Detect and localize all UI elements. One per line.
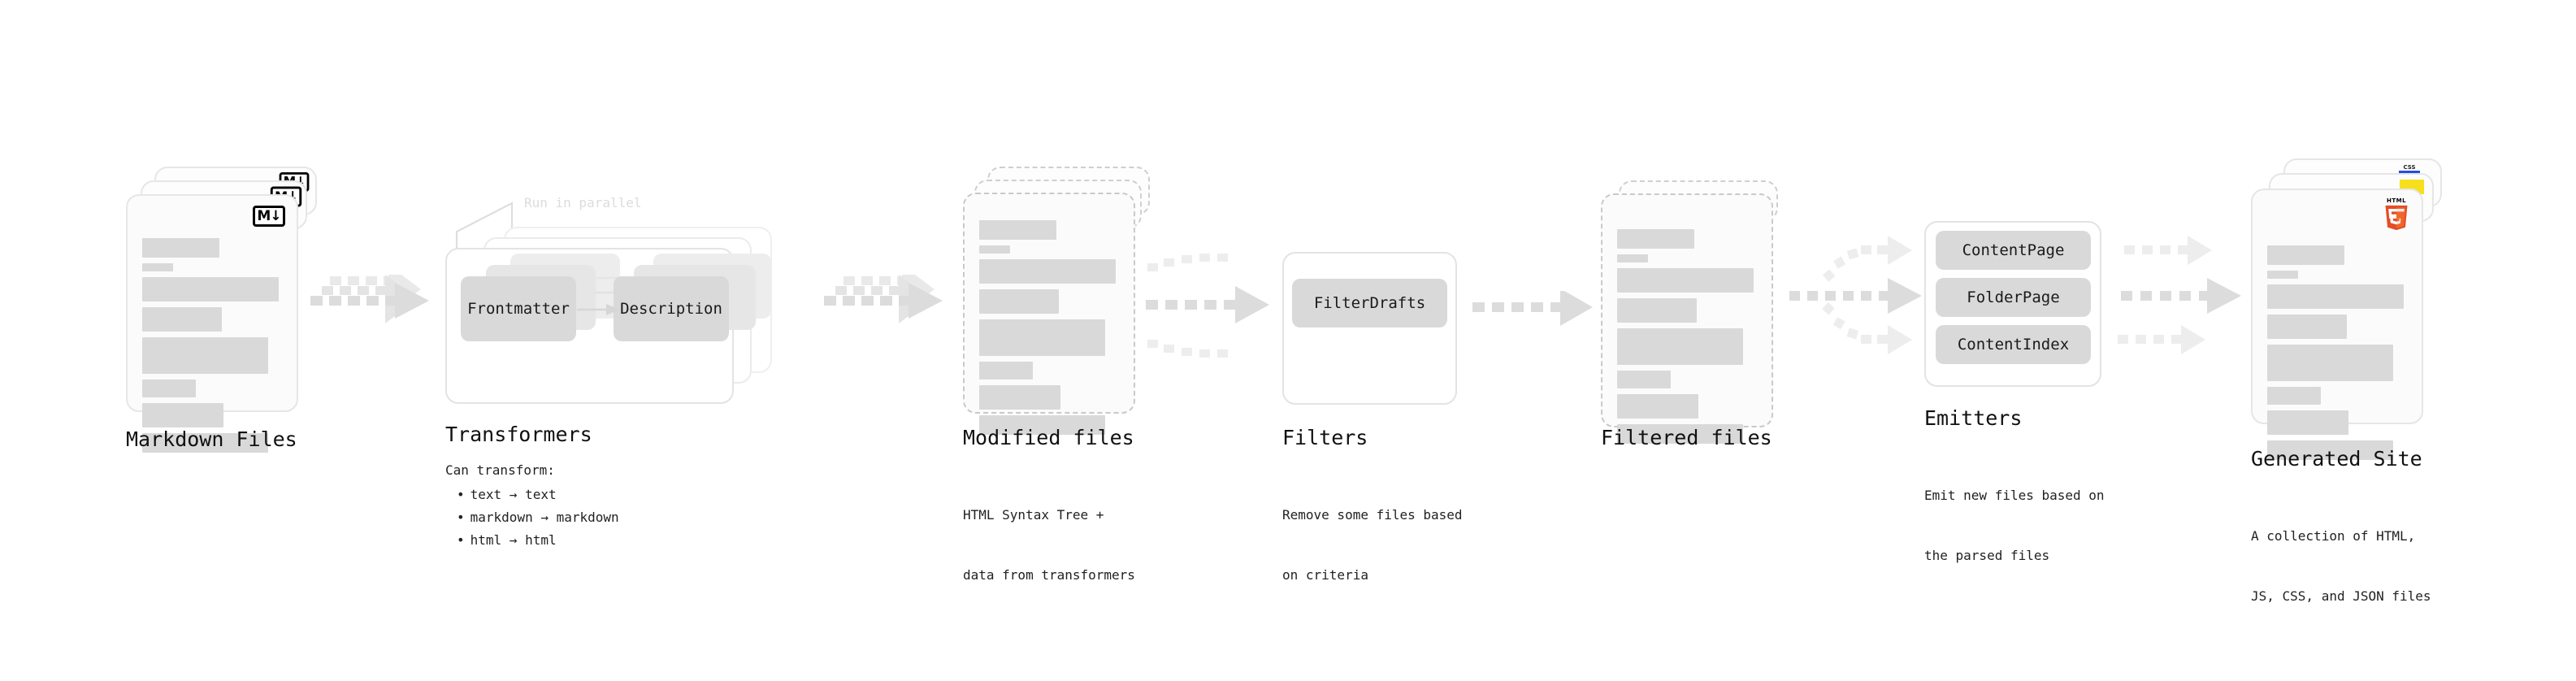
skeleton-bar <box>1617 268 1754 293</box>
caption-line: data from transformers <box>963 566 1135 583</box>
css-badge-label: CSS <box>2403 164 2416 171</box>
skeleton-bar <box>2267 410 2348 435</box>
caption-line: the parsed files <box>1924 547 2050 563</box>
arrow-modified-to-filters <box>1146 254 1269 358</box>
skeleton-bar <box>142 380 196 397</box>
transformer-chip-frontmatter[interactable]: Frontmatter <box>461 276 576 341</box>
html5-badge-label: HTML <box>2386 197 2407 204</box>
transformers-bullet-item: text → text <box>457 484 619 506</box>
arrow-markdown-to-transformers <box>310 275 429 323</box>
skeleton-bar <box>142 238 219 258</box>
skeleton-bar <box>979 319 1105 356</box>
filtered-skeleton <box>1617 229 1757 449</box>
caption-emitters: Emit new files based on the parsed files <box>1924 445 2105 606</box>
skeleton-bar <box>1617 254 1648 262</box>
caption-line: Remove some files based <box>1282 506 1463 523</box>
skeleton-bar <box>1617 229 1694 249</box>
label-markdown-files: Markdown Files <box>126 427 297 451</box>
skeleton-bar <box>142 337 268 374</box>
arrow-emitters-to-site <box>2118 236 2241 354</box>
run-in-parallel-bracket <box>455 202 514 254</box>
label-emitters: Emitters <box>1924 406 2023 430</box>
caption-filters: Remove some files based on criteria <box>1282 465 1463 626</box>
markdown-skeleton <box>142 238 282 458</box>
css-badge: CSS <box>2399 165 2420 175</box>
emitters-chip-folderpage[interactable]: FolderPage <box>1936 278 2091 317</box>
emitters-chip-contentindex[interactable]: ContentIndex <box>1936 325 2091 364</box>
skeleton-bar <box>1617 371 1671 388</box>
skeleton-bar <box>142 307 222 332</box>
skeleton-bar <box>2267 345 2393 381</box>
skeleton-bar <box>142 433 268 453</box>
skeleton-bar <box>979 220 1056 240</box>
filtered-file-card <box>1601 193 1773 444</box>
arrow-frontmatter-to-description <box>577 304 619 315</box>
caption-line: HTML Syntax Tree + <box>963 506 1104 523</box>
filters-box <box>1282 252 1457 405</box>
html5-shield-icon <box>2385 205 2408 231</box>
css-badge-bar <box>2399 171 2420 175</box>
markdown-badge: M↓ <box>253 206 285 227</box>
skeleton-bar <box>2267 271 2298 279</box>
skeleton-bar <box>2267 387 2321 405</box>
skeleton-bar <box>2267 284 2404 309</box>
modified-skeleton <box>979 220 1119 440</box>
skeleton-bar <box>979 415 1105 435</box>
caption-generated-site: A collection of HTML, JS, CSS, and JSON … <box>2251 486 2431 647</box>
arrow-filtered-to-emitters <box>1789 236 1922 354</box>
transformers-bullet-item: markdown → markdown <box>457 506 619 529</box>
transformers-bullet-item: html → html <box>457 529 619 552</box>
caption-line: Emit new files based on <box>1924 487 2105 503</box>
skeleton-bar <box>979 259 1116 284</box>
skeleton-bar <box>142 263 173 271</box>
transformers-bullets-label: Can transform: <box>445 462 555 478</box>
markdown-file-card: M↓ <box>126 194 298 453</box>
skeleton-bar <box>142 277 279 301</box>
label-modified-files: Modified files <box>963 426 1134 449</box>
skeleton-bar <box>142 403 223 427</box>
label-transformers: Transformers <box>445 423 592 446</box>
label-generated-site: Generated Site <box>2251 447 2422 471</box>
skeleton-bar <box>2267 314 2347 339</box>
generated-skeleton <box>2267 245 2407 466</box>
skeleton-bar <box>1617 328 1743 365</box>
label-run-in-parallel: Run in parallel <box>524 195 642 210</box>
caption-line: on criteria <box>1282 566 1368 583</box>
caption-line: A collection of HTML, <box>2251 527 2416 544</box>
skeleton-bar <box>979 289 1059 314</box>
skeleton-bar <box>979 362 1033 380</box>
arrow-filters-to-filtered <box>1472 291 1593 326</box>
skeleton-bar <box>1617 424 1743 444</box>
skeleton-bar <box>2267 245 2344 265</box>
emitters-chip-contentpage[interactable]: ContentPage <box>1936 231 2091 270</box>
label-filtered-files: Filtered files <box>1601 426 1772 449</box>
generated-site-card: HTML <box>2251 189 2423 460</box>
caption-line: JS, CSS, and JSON files <box>2251 588 2431 604</box>
skeleton-bar <box>979 245 1010 254</box>
skeleton-bar <box>1617 394 1698 419</box>
modified-file-card <box>963 193 1135 435</box>
skeleton-bar <box>2267 440 2393 460</box>
transformer-chip-description[interactable]: Description <box>614 276 729 341</box>
transformers-bullets: Can transform: text → text markdown → ma… <box>445 459 619 552</box>
skeleton-bar <box>979 385 1060 410</box>
skeleton-bar <box>1617 298 1697 323</box>
html5-badge: HTML <box>2383 198 2410 231</box>
filters-chip-filterdrafts[interactable]: FilterDrafts <box>1292 279 1447 327</box>
label-filters: Filters <box>1282 426 1368 449</box>
caption-modified-files: HTML Syntax Tree + data from transformer… <box>963 465 1135 626</box>
arrow-transformers-to-modified <box>824 275 943 323</box>
